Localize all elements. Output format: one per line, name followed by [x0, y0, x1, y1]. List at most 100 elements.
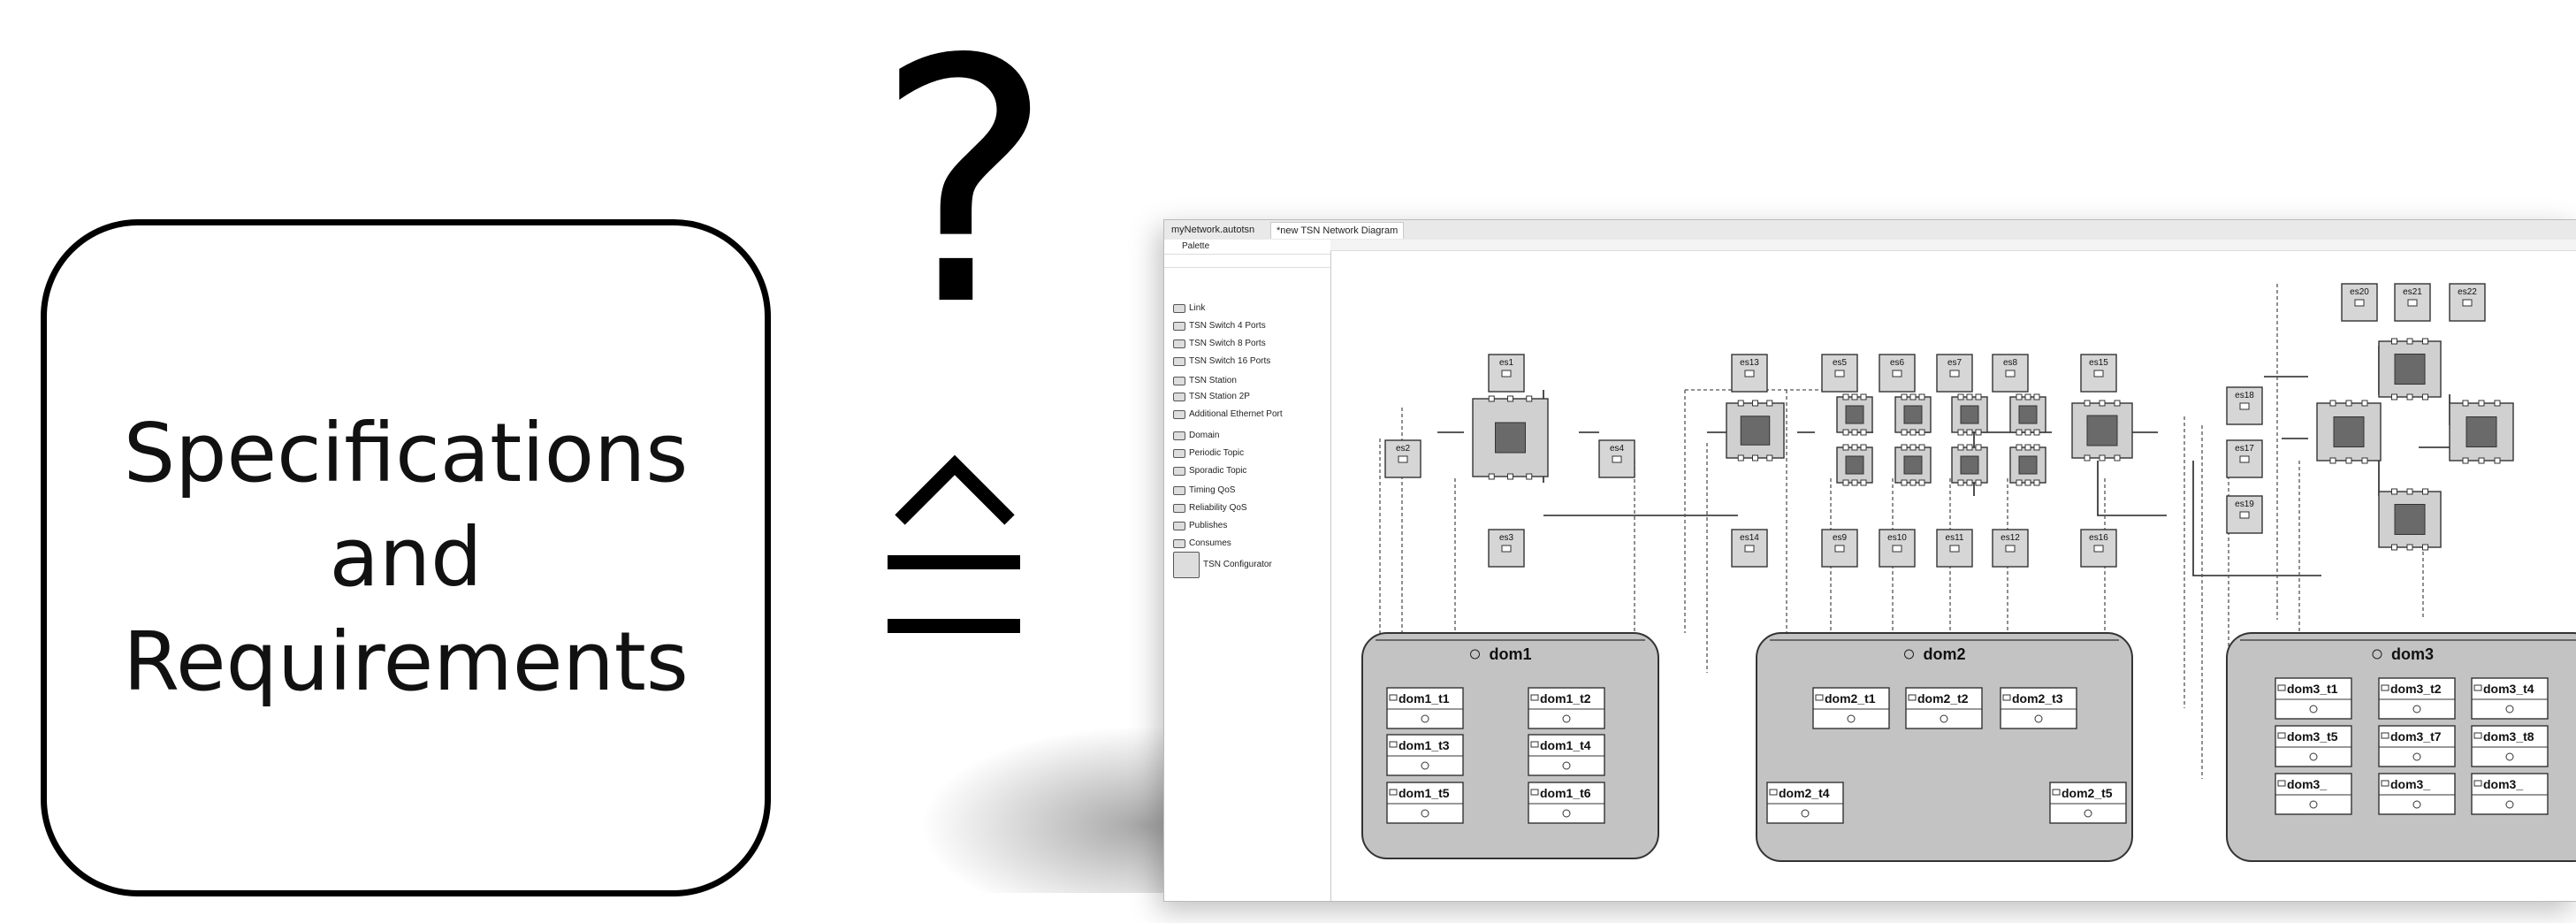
- tsn-switch: [1951, 444, 1988, 486]
- switch-icon: [2465, 416, 2497, 447]
- switch-port: [2099, 454, 2106, 462]
- palette-item-domain[interactable]: Domain: [1173, 429, 1219, 443]
- switch-icon: [1740, 416, 1771, 446]
- palette-title: Palette: [1164, 240, 1330, 255]
- topic-label: dom2_t4: [1779, 786, 1830, 800]
- palette-item-label: Domain: [1189, 431, 1220, 440]
- network-link: [2097, 461, 2167, 516]
- station-label: es2: [1396, 444, 1411, 454]
- palette-item-sporadic-topic[interactable]: Sporadic Topic: [1173, 464, 1246, 478]
- palette-item-link[interactable]: Link: [1173, 301, 1205, 316]
- switch-port: [2016, 444, 2023, 451]
- topic-node: dom3_t2: [2378, 677, 2456, 720]
- palette-item-tsn-switch-4-ports[interactable]: TSN Switch 4 Ports: [1173, 319, 1266, 333]
- switch-port: [1842, 479, 1849, 486]
- switch-port: [2422, 488, 2428, 495]
- computer-icon: [1398, 455, 1408, 463]
- switch-port: [1851, 429, 1858, 436]
- palette-item-icon: [1173, 304, 1185, 313]
- envelope-icon: [1389, 789, 1398, 796]
- switch-icon: [1960, 405, 1979, 424]
- switch-port: [1842, 429, 1849, 436]
- tsn-switch: [2009, 393, 2046, 436]
- envelope-icon: [2277, 732, 2286, 739]
- switch-port: [2391, 393, 2397, 400]
- end-station-es20: es20: [2341, 283, 2378, 322]
- specifications-label: Specifications and Requirements: [123, 406, 689, 709]
- station-box: [1488, 529, 1525, 568]
- switch-port: [1860, 479, 1867, 486]
- envelope-icon: [2052, 789, 2061, 796]
- end-station-es12: es12: [1992, 529, 2029, 568]
- palette-item-label: Publishes: [1189, 521, 1228, 530]
- end-station-es6: es6: [1879, 354, 1916, 393]
- switch-port: [1909, 479, 1917, 486]
- tab-mynetwork[interactable]: myNetwork.autotsn: [1171, 225, 1255, 235]
- domain-label: dom2: [1923, 645, 1965, 663]
- domain-icon: [1904, 649, 1914, 660]
- palette-item-icon: [1173, 393, 1185, 401]
- switch-port: [2016, 393, 2023, 400]
- switch-icon: [1495, 422, 1526, 454]
- palette-item-icon: [1173, 504, 1185, 513]
- palette-item-periodic-topic[interactable]: Periodic Topic: [1173, 446, 1244, 461]
- switch-port: [1842, 444, 1849, 451]
- domain-icon: [2372, 649, 2382, 660]
- tsn-switch: [1951, 393, 1988, 436]
- palette-item-tsn-switch-8-ports[interactable]: TSN Switch 8 Ports: [1173, 337, 1266, 351]
- palette-item-label: Timing QoS: [1189, 485, 1236, 495]
- palette-item-label: Periodic Topic: [1189, 448, 1245, 458]
- switch-port: [1957, 444, 1964, 451]
- palette-item-timing-qos[interactable]: Timing QoS: [1173, 484, 1235, 498]
- topic-box: [2275, 725, 2352, 767]
- station-label: es14: [1740, 533, 1759, 543]
- topic-box: [2378, 677, 2456, 720]
- timing-icon: [2309, 800, 2318, 809]
- switch-port: [1966, 444, 1973, 451]
- switch-port: [2422, 393, 2428, 400]
- envelope-icon: [1908, 694, 1917, 701]
- switch-icon: [1903, 405, 1923, 424]
- switch-icon: [1845, 405, 1864, 424]
- tab-new-tsn-diagram[interactable]: *new TSN Network Diagram: [1270, 222, 1405, 239]
- palette-item-reliability-qos[interactable]: Reliability QoS: [1173, 501, 1247, 515]
- switch-port: [1860, 429, 1867, 436]
- palette-item-tsn-station[interactable]: TSN Station: [1173, 374, 1237, 388]
- station-label: es17: [2235, 444, 2254, 454]
- station-label: es8: [2003, 358, 2018, 368]
- palette-item-additional-ethernet-port[interactable]: Additional Ethernet Port: [1173, 408, 1283, 422]
- station-label: es12: [2001, 533, 2020, 543]
- switch-port: [1842, 393, 1849, 400]
- palette-item-tsn-switch-16-ports[interactable]: TSN Switch 16 Ports: [1173, 355, 1270, 369]
- domain-icon: [1470, 649, 1480, 660]
- switch-port: [1975, 393, 1982, 400]
- topic-box: [1766, 782, 1844, 824]
- end-station-es21: es21: [2394, 283, 2431, 322]
- topic-node: dom2_t2: [1905, 687, 1983, 729]
- switch-port: [1737, 454, 1744, 462]
- computer-icon: [1834, 545, 1845, 553]
- switch-port: [2406, 488, 2413, 495]
- palette-item-publishes[interactable]: Publishes: [1173, 519, 1227, 533]
- tsn-switch: [2449, 400, 2514, 464]
- topic-node: dom3_: [2275, 773, 2352, 815]
- timing-icon: [2412, 705, 2421, 713]
- topic-label: dom1_t4: [1540, 738, 1591, 752]
- timing-icon: [2412, 800, 2421, 809]
- equals-bar-top: [888, 555, 1020, 569]
- end-station-es5: es5: [1821, 354, 1858, 393]
- switch-port: [1957, 393, 1964, 400]
- palette-item-icon: [1173, 539, 1185, 548]
- network-link: [2192, 461, 2321, 576]
- topic-box: [2000, 687, 2077, 729]
- switch-port: [1526, 473, 1533, 480]
- switch-icon: [2086, 415, 2118, 446]
- palette-item-label: Consumes: [1189, 538, 1231, 548]
- palette-item-tsn-configurator[interactable]: TSN Configurator: [1173, 552, 1272, 578]
- palette-item-tsn-station-2p[interactable]: TSN Station 2P: [1173, 390, 1250, 404]
- palette-item-label: TSN Configurator: [1203, 560, 1272, 569]
- switch-icon: [1960, 455, 1979, 475]
- palette-item-consumes[interactable]: Consumes: [1173, 537, 1231, 551]
- station-label: es15: [2089, 358, 2108, 368]
- switch-port: [1860, 393, 1867, 400]
